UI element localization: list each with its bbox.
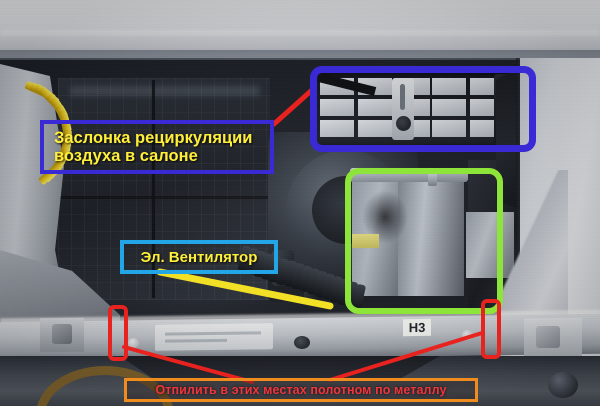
recirculation-damper-box — [310, 66, 536, 152]
grille-tab-hole — [396, 116, 411, 131]
housing-seam-horizontal — [60, 196, 268, 199]
grille-tab-slot — [400, 84, 405, 110]
grille-cell — [432, 99, 466, 116]
floor-shadow — [120, 356, 440, 378]
recirculation-label: Заслонка рециркуляции воздуха в салоне — [40, 120, 274, 174]
sticker-text-line — [165, 338, 227, 343]
recirculation-housing — [58, 78, 270, 300]
grille-cell — [358, 99, 392, 116]
grille-cell — [432, 78, 466, 95]
recirculation-label-line2: воздуха в салоне — [54, 147, 198, 165]
cut-point-left-box — [108, 305, 128, 361]
grille-cell — [432, 120, 466, 137]
sticker-text-line — [165, 331, 261, 336]
bolt-head — [428, 172, 437, 186]
blower-assembly-box — [345, 168, 503, 314]
crossmember-sticker — [155, 323, 273, 351]
fan-label: Эл. Вентилятор — [120, 240, 278, 274]
crossmember-hole — [294, 336, 310, 349]
cut-instruction-text: Отпилить в этих местах полотном по метал… — [155, 383, 447, 397]
yellow-sticker — [352, 234, 379, 248]
fan-label-text: Эл. Вентилятор — [140, 248, 258, 266]
dashboard-underside — [0, 0, 600, 58]
housing-seam-vertical — [152, 80, 155, 298]
housing-highlight — [70, 86, 260, 96]
grille-cell — [320, 99, 354, 116]
part-tag-h3: H3 — [403, 318, 431, 337]
grille-cell — [320, 120, 354, 137]
crossmember-rivet-right — [462, 330, 473, 340]
evaporator-metal-box-right — [398, 168, 464, 296]
crossmember-bolt-left — [52, 324, 72, 344]
recirculation-label-line1: Заслонка рециркуляции — [54, 128, 253, 147]
crossmember-bolt-right — [536, 326, 560, 348]
cut-instruction-label: Отпилить в этих местах полотном по метал… — [124, 378, 478, 402]
grille-cell — [358, 120, 392, 137]
cut-point-right-box — [481, 299, 501, 359]
floor-object-right — [548, 372, 578, 398]
crossmember-rivet-left — [128, 338, 139, 348]
part-tag-text: H3 — [408, 319, 426, 336]
dashboard-lip-highlight — [0, 30, 600, 35]
